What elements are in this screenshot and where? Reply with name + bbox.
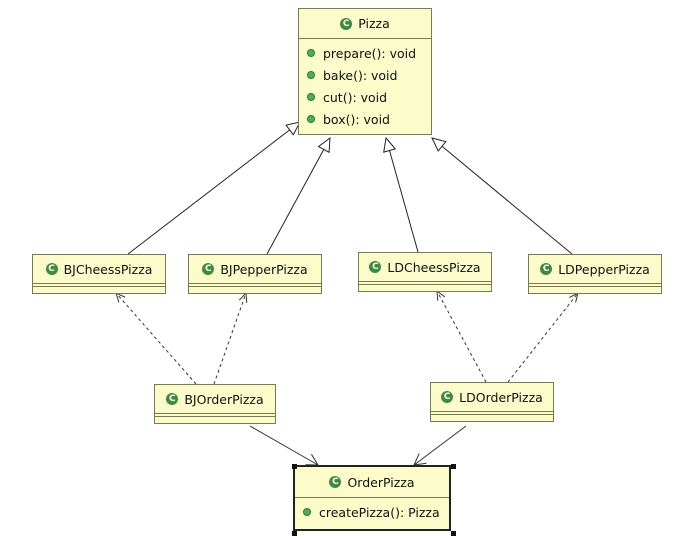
relation-dependency-bj-order-to-bj-cheess[interactable] (115, 292, 197, 385)
method-row: box(): void (299, 108, 431, 130)
relation-generalization-ld-cheess-to-pizza[interactable] (383, 136, 419, 253)
method-compartment-divider (189, 286, 321, 287)
method-compartment-divider (431, 414, 553, 415)
relation-generalization-bj-pepper-to-pizza[interactable] (266, 136, 331, 255)
method-row: cut(): void (299, 86, 431, 108)
class-header: C BJCheessPizza (33, 255, 165, 283)
class-name: BJOrderPizza (184, 391, 264, 407)
method-row: prepare(): void (299, 42, 431, 64)
class-box-ld-cheess[interactable]: C LDCheessPizza (358, 252, 492, 292)
class-c-icon: C (441, 391, 454, 403)
selection-handle[interactable] (451, 531, 456, 536)
method-compartment-divider (359, 284, 491, 285)
relation-dependency-ld-order-to-ld-pepper[interactable] (507, 292, 579, 383)
class-name: LDPepperPizza (558, 261, 650, 277)
class-c-icon: C (166, 393, 179, 405)
class-header: C LDPepperPizza (529, 255, 661, 283)
method-signature: createPizza(): Pizza (319, 504, 440, 520)
class-box-bj-order[interactable]: C BJOrderPizza (154, 384, 276, 424)
method-signature: bake(): void (323, 67, 398, 83)
method-compartment: createPizza(): Pizza (295, 498, 449, 523)
class-header: C LDOrderPizza (431, 383, 553, 411)
attribute-compartment-divider (529, 283, 661, 284)
method-compartment-divider (33, 286, 165, 287)
class-c-icon: C (45, 263, 58, 275)
class-box-order[interactable]: C OrderPizza createPizza(): Pizza (292, 464, 456, 536)
class-box-ld-order[interactable]: C LDOrderPizza (430, 382, 554, 422)
relation-dependency-ld-order-to-ld-cheess[interactable] (436, 289, 487, 383)
class-box-bj-pepper[interactable]: C BJPepperPizza (188, 254, 322, 294)
class-name: BJCheessPizza (63, 261, 153, 277)
class-c-icon: C (329, 476, 342, 488)
selection-handle[interactable] (292, 531, 297, 536)
class-header: C BJOrderPizza (155, 385, 275, 413)
method-signature: cut(): void (323, 89, 388, 105)
class-c-icon: C (340, 17, 353, 30)
method-row: createPizza(): Pizza (295, 501, 449, 523)
method-signature: box(): void (323, 111, 390, 127)
public-method-dot-icon (307, 71, 315, 79)
class-c-icon: C (369, 261, 382, 273)
relation-generalization-ld-pepper-to-pizza[interactable] (431, 137, 573, 255)
attribute-compartment-divider (155, 413, 275, 414)
method-compartment: prepare(): void bake(): void cut(): void bo… (299, 39, 431, 130)
method-compartment-divider (155, 416, 275, 417)
class-box-ld-pepper[interactable]: C LDPepperPizza (528, 254, 662, 294)
public-method-dot-icon (307, 49, 315, 57)
attribute-compartment-divider (189, 283, 321, 284)
class-name: OrderPizza (347, 474, 415, 490)
relation-dependency-bj-order-to-bj-pepper[interactable] (213, 291, 248, 385)
class-c-icon: C (540, 263, 553, 275)
class-header: C Pizza (299, 9, 431, 38)
class-box-bj-cheess[interactable]: C BJCheessPizza (32, 254, 166, 294)
class-name: Pizza (358, 16, 390, 31)
attribute-compartment-divider (359, 281, 491, 282)
class-box-pizza[interactable]: C Pizza prepare(): void bake(): void cut(): … (298, 8, 432, 135)
relation-association-bj-order-to-order[interactable] (249, 425, 319, 466)
class-name: LDCheessPizza (387, 259, 481, 275)
class-name: LDOrderPizza (459, 389, 543, 405)
public-method-dot-icon (307, 93, 315, 101)
class-c-icon: C (202, 263, 215, 275)
relation-generalization-bj-cheess-to-pizza[interactable] (127, 121, 301, 255)
public-method-dot-icon (303, 508, 311, 516)
method-compartment-divider (529, 286, 661, 287)
class-header: C BJPepperPizza (189, 255, 321, 283)
public-method-dot-icon (307, 115, 315, 123)
selection-handle[interactable] (292, 464, 297, 469)
selection-handle[interactable] (451, 464, 456, 469)
attribute-compartment-divider (295, 497, 449, 498)
class-header: C OrderPizza (295, 467, 449, 497)
attribute-compartment-divider (299, 38, 431, 39)
relation-association-ld-order-to-order[interactable] (413, 425, 467, 466)
attribute-compartment-divider (33, 283, 165, 284)
attribute-compartment-divider (431, 411, 553, 412)
method-row: bake(): void (299, 64, 431, 86)
class-name: BJPepperPizza (220, 261, 308, 277)
class-header: C LDCheessPizza (359, 253, 491, 281)
method-signature: prepare(): void (323, 45, 417, 61)
